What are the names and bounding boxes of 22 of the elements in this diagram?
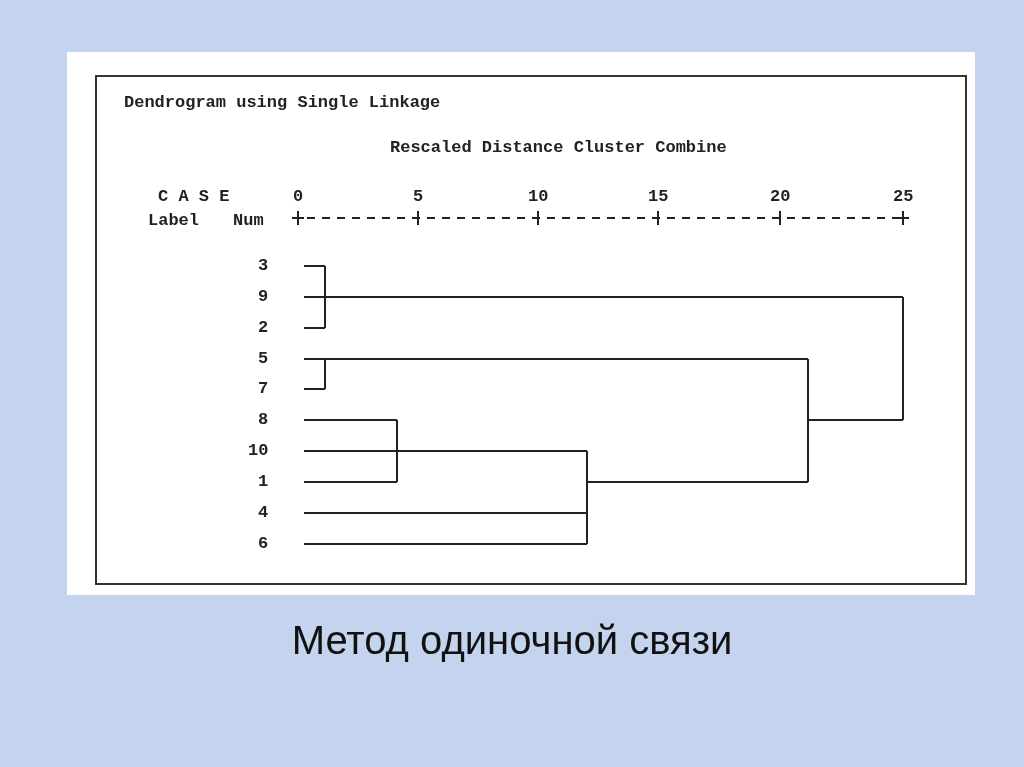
case-number: 8 [258, 410, 269, 430]
caption: Метод одиночной связи [290, 618, 734, 663]
axis-tick-label: 25 [893, 187, 914, 207]
case-number: 5 [258, 349, 269, 369]
axis-tick-label: 10 [528, 187, 549, 207]
column-header: Num [233, 211, 264, 231]
column-header: Label [148, 211, 199, 231]
axis-tick-label: 20 [770, 187, 791, 207]
case-number: 9 [258, 287, 269, 307]
chart-title: Dendrogram using Single Linkage [124, 93, 441, 113]
case-number: 7 [258, 379, 269, 399]
axis-tick-label: 5 [413, 187, 424, 207]
case-number: 2 [258, 318, 269, 338]
case-number: 6 [258, 534, 269, 554]
case-number: 1 [258, 472, 269, 492]
case-number: 4 [258, 503, 269, 523]
column-header: C A S E [158, 187, 230, 207]
axis-tick-label: 15 [648, 187, 669, 207]
case-number: 3 [258, 256, 269, 276]
case-number: 10 [248, 441, 269, 461]
axis-title: Rescaled Distance Cluster Combine [390, 138, 727, 158]
axis-tick-label: 0 [293, 187, 304, 207]
